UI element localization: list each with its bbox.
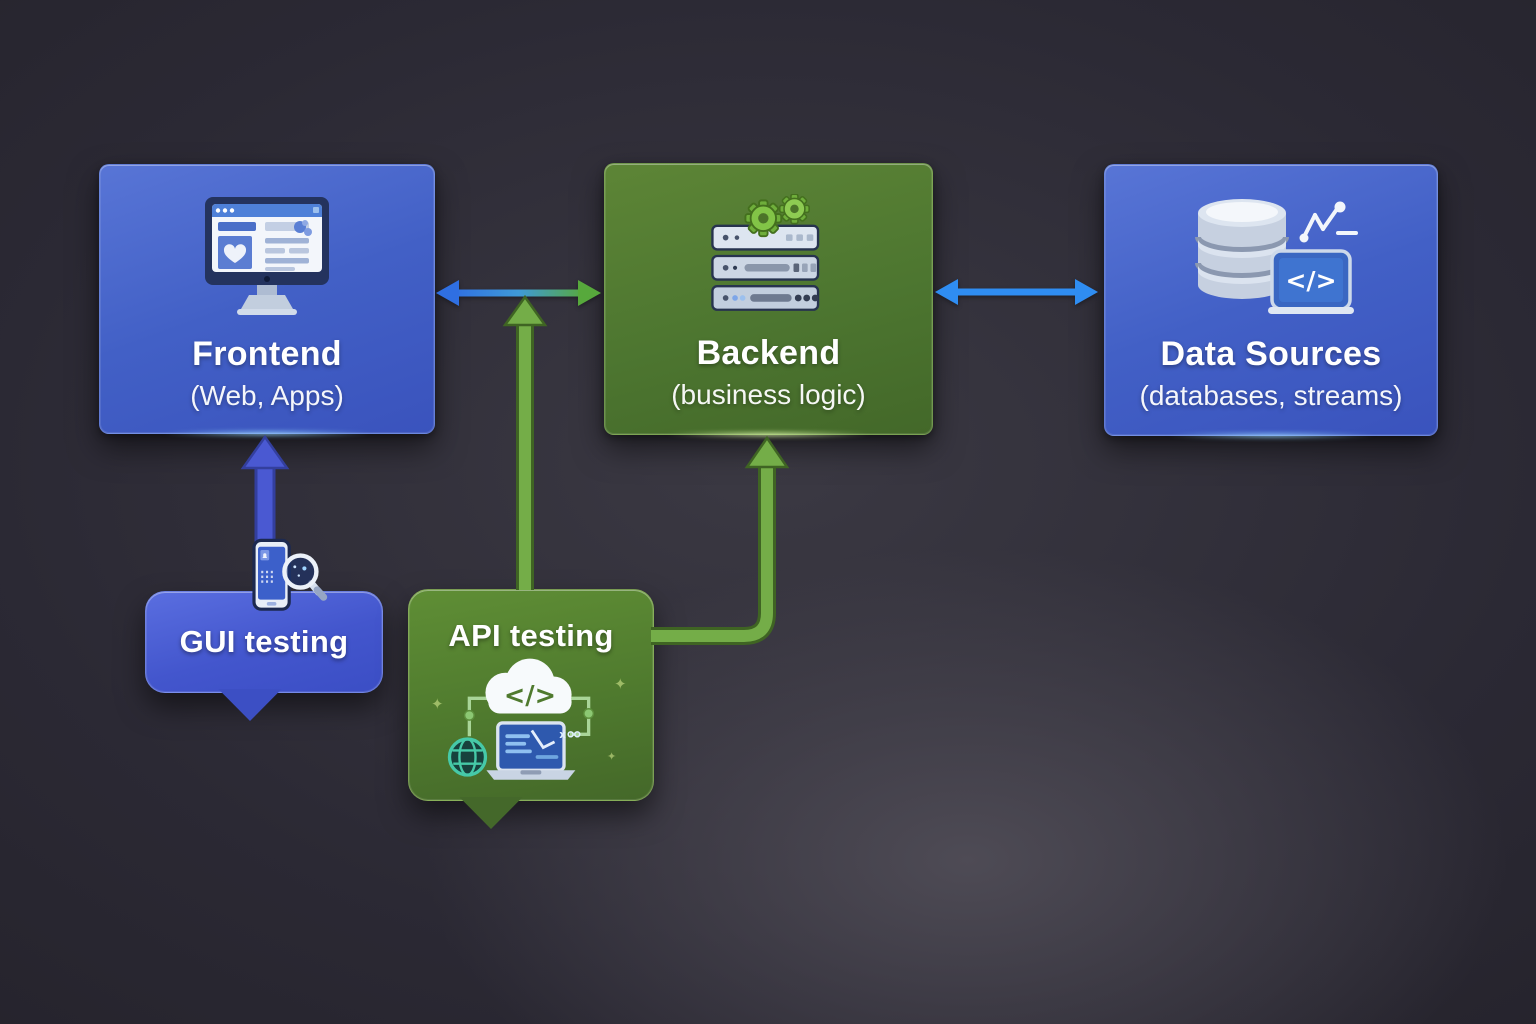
callout-label: API testing — [448, 618, 614, 653]
node-subtitle: (Web, Apps) — [190, 380, 344, 411]
node-title: Data Sources — [1160, 335, 1382, 373]
cloud-code-laptop-globe-icon: </> x — [425, 651, 633, 793]
node-title: Frontend — [192, 335, 342, 373]
sparkle-icon: ✦ — [607, 751, 617, 763]
svg-text:x: x — [559, 729, 566, 741]
bottom-glow — [160, 430, 374, 437]
arrow-api-to-backend — [651, 435, 790, 645]
callout-label: GUI testing — [179, 624, 349, 659]
sparkle-icon: ✦ — [614, 676, 627, 693]
callout-tail — [459, 797, 523, 829]
node-subtitle: (business logic) — [671, 379, 866, 410]
arrow-frontend-backend — [436, 280, 601, 306]
phone-magnifier-icon — [246, 538, 334, 616]
bottom-glow — [663, 431, 874, 438]
node-frontend: Frontend (Web, Apps) — [99, 164, 435, 437]
node-datasources: </> Data Sources (databases, streams) — [1104, 164, 1438, 439]
arrow-backend-datasources — [935, 279, 1098, 305]
node-subtitle: (databases, streams) — [1139, 380, 1403, 411]
arrow-api-to-link — [502, 294, 548, 590]
code-glyph: </> — [504, 681, 556, 711]
database-code-chart-icon: </> — [1180, 191, 1362, 319]
node-backend: Backend (business logic) — [604, 163, 933, 438]
monitor-webpage-icon — [187, 191, 347, 319]
bottom-glow — [1164, 432, 1378, 439]
code-glyph: </> — [1285, 266, 1336, 295]
node-title: Backend — [696, 334, 841, 372]
server-stack-gears-icon — [703, 190, 835, 318]
callout-tail — [218, 689, 282, 721]
sparkle-icon: ✦ — [431, 696, 444, 713]
